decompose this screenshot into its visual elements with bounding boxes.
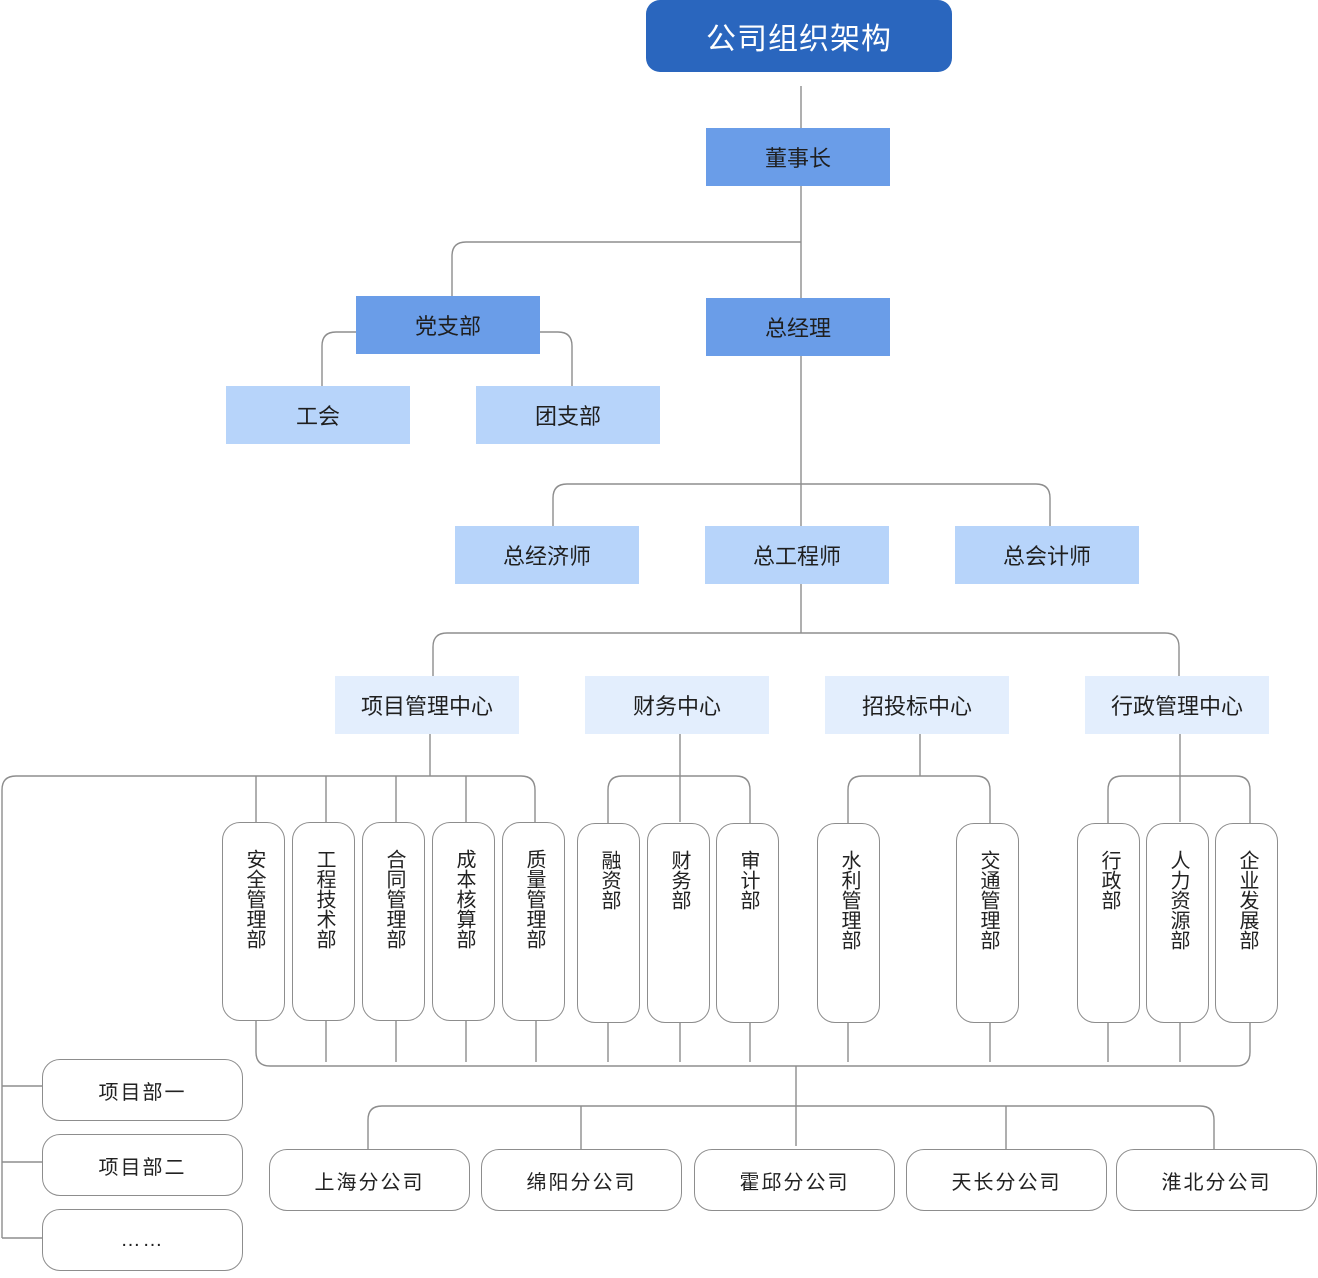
department-card: 水利管理部 [817, 823, 880, 1023]
branch-company-card: 霍邱分公司 [694, 1149, 895, 1211]
chief-economist-box: 总经济师 [455, 526, 639, 584]
department-label: 水利管理部 [838, 850, 860, 950]
bidding-center-box: 招投标中心 [825, 676, 1009, 734]
department-card: 质量管理部 [502, 822, 565, 1021]
department-card: 行政部 [1077, 823, 1140, 1023]
youth-league-box: 团支部 [476, 386, 660, 444]
department-card: 审计部 [716, 823, 779, 1023]
project-center-box: 项目管理中心 [335, 676, 519, 734]
department-label: 融资部 [598, 850, 620, 910]
admin-center-box: 行政管理中心 [1085, 676, 1269, 734]
general-manager-box: 总经理 [706, 298, 890, 356]
department-card: 财务部 [647, 823, 710, 1023]
chairman-box: 董事长 [706, 128, 890, 186]
department-card: 安全管理部 [222, 822, 285, 1021]
page-title: 公司组织架构 [646, 0, 952, 72]
department-card: 成本核算部 [432, 822, 495, 1021]
union-box: 工会 [226, 386, 410, 444]
project-dept-card: 项目部二 [42, 1134, 243, 1196]
department-card: 企业发展部 [1215, 823, 1278, 1023]
branch-company-card: 绵阳分公司 [481, 1149, 682, 1211]
project-dept-card: …… [42, 1209, 243, 1271]
chief-engineer-box: 总工程师 [705, 526, 889, 584]
chief-accountant-box: 总会计师 [955, 526, 1139, 584]
department-card: 工程技术部 [292, 822, 355, 1021]
branch-company-card: 上海分公司 [269, 1149, 470, 1211]
department-label: 质量管理部 [523, 849, 545, 949]
branch-company-card: 天长分公司 [906, 1149, 1107, 1211]
project-dept-card: 项目部一 [42, 1059, 243, 1121]
department-label: 工程技术部 [313, 849, 335, 949]
finance-center-box: 财务中心 [585, 676, 769, 734]
department-label: 审计部 [737, 850, 759, 910]
department-card: 交通管理部 [956, 823, 1019, 1023]
department-label: 行政部 [1098, 850, 1120, 910]
department-label: 财务部 [668, 850, 690, 910]
department-label: 合同管理部 [383, 849, 405, 949]
department-card: 合同管理部 [362, 822, 425, 1021]
department-card: 人力资源部 [1146, 823, 1209, 1023]
party-branch-box: 党支部 [356, 296, 540, 354]
department-label: 企业发展部 [1236, 850, 1258, 950]
department-label: 交通管理部 [977, 850, 999, 950]
department-label: 安全管理部 [243, 849, 265, 949]
department-label: 成本核算部 [453, 849, 475, 949]
department-card: 融资部 [577, 823, 640, 1023]
department-label: 人力资源部 [1167, 850, 1189, 950]
branch-company-card: 淮北分公司 [1116, 1149, 1317, 1211]
